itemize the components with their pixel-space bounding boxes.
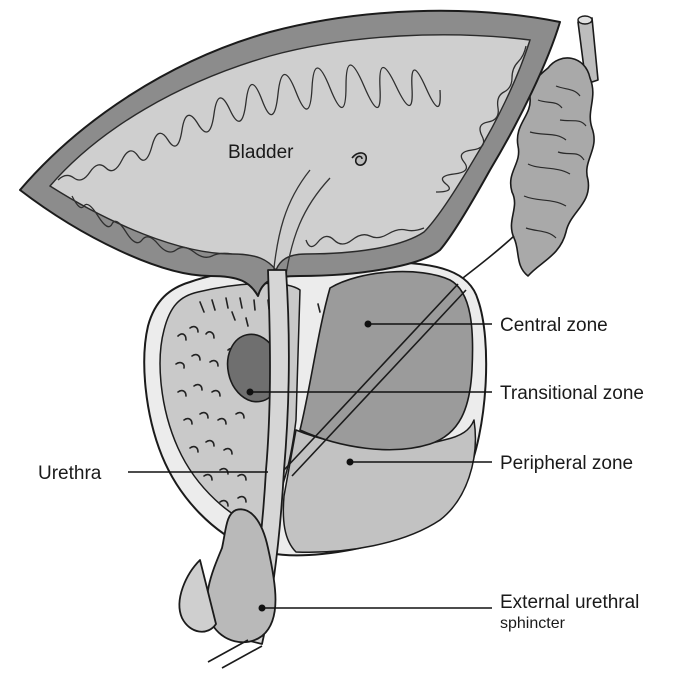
urethra-label: Urethra bbox=[38, 463, 102, 484]
peripheral-zone-label: Peripheral zone bbox=[500, 453, 633, 474]
external-sphincter-label-line1: External urethral bbox=[500, 592, 639, 613]
leader-external-sphincter bbox=[259, 605, 493, 612]
bladder-label: Bladder bbox=[228, 142, 294, 163]
central-zone-label: Central zone bbox=[500, 315, 608, 336]
external-sphincter-label-line2: sphincter bbox=[500, 615, 566, 632]
transitional-zone-label: Transitional zone bbox=[500, 383, 644, 404]
